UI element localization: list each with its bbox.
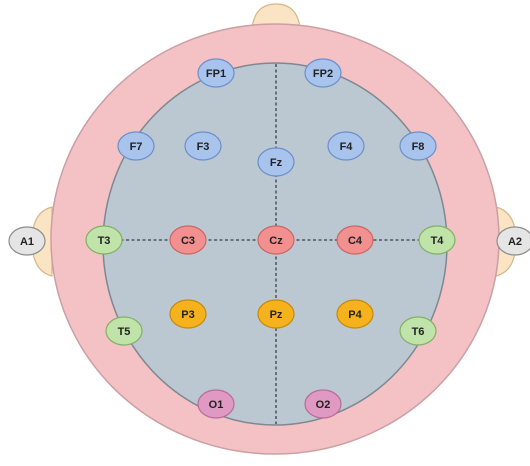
electrode-label-f7: F7	[130, 141, 143, 153]
electrode-label-f8: F8	[412, 141, 425, 153]
electrode-label-t5: T5	[118, 326, 131, 338]
electrode-o2: O2	[304, 389, 342, 419]
electrode-o1: O1	[197, 389, 235, 419]
electrode-fz: Fz	[257, 147, 295, 177]
electrode-label-p4: P4	[348, 309, 362, 321]
electrode-label-fp2: FP2	[313, 68, 333, 80]
electrode-t6: T6	[399, 316, 437, 346]
electrode-fp1: FP1	[197, 58, 235, 88]
electrode-f4: F4	[327, 131, 365, 161]
electrode-t3: T3	[85, 225, 123, 255]
electrode-t4: T4	[418, 225, 456, 255]
electrode-f7: F7	[117, 131, 155, 161]
electrode-p3: P3	[169, 299, 207, 329]
electrode-t5: T5	[105, 316, 143, 346]
electrode-f8: F8	[399, 131, 437, 161]
electrode-label-fz: Fz	[270, 157, 283, 169]
electrode-f3: F3	[184, 131, 222, 161]
electrode-label-o1: O1	[209, 399, 224, 411]
electrode-label-c3: C3	[181, 235, 195, 247]
electrode-pz: Pz	[257, 299, 295, 329]
electrode-a1: A1	[8, 226, 46, 256]
electrode-c3: C3	[169, 225, 207, 255]
electrode-label-t6: T6	[412, 326, 425, 338]
electrode-fp2: FP2	[304, 58, 342, 88]
electrode-label-o2: O2	[316, 399, 331, 411]
electrode-label-cz: Cz	[269, 235, 283, 247]
electrode-label-f4: F4	[340, 141, 354, 153]
electrode-cz: Cz	[257, 225, 295, 255]
electrode-a2: A2	[496, 226, 530, 256]
electrode-label-t3: T3	[98, 235, 111, 247]
electrode-label-a2: A2	[508, 236, 522, 248]
electrode-label-p3: P3	[181, 309, 194, 321]
electrode-p4: P4	[336, 299, 374, 329]
nose-shape	[251, 3, 301, 29]
electrode-label-fp1: FP1	[206, 68, 226, 80]
electrode-label-t4: T4	[431, 235, 445, 247]
electrode-label-f3: F3	[197, 141, 210, 153]
electrode-label-c4: C4	[348, 235, 363, 247]
electrode-label-pz: Pz	[270, 309, 283, 321]
electrode-c4: C4	[336, 225, 374, 255]
electrode-label-a1: A1	[20, 236, 34, 248]
